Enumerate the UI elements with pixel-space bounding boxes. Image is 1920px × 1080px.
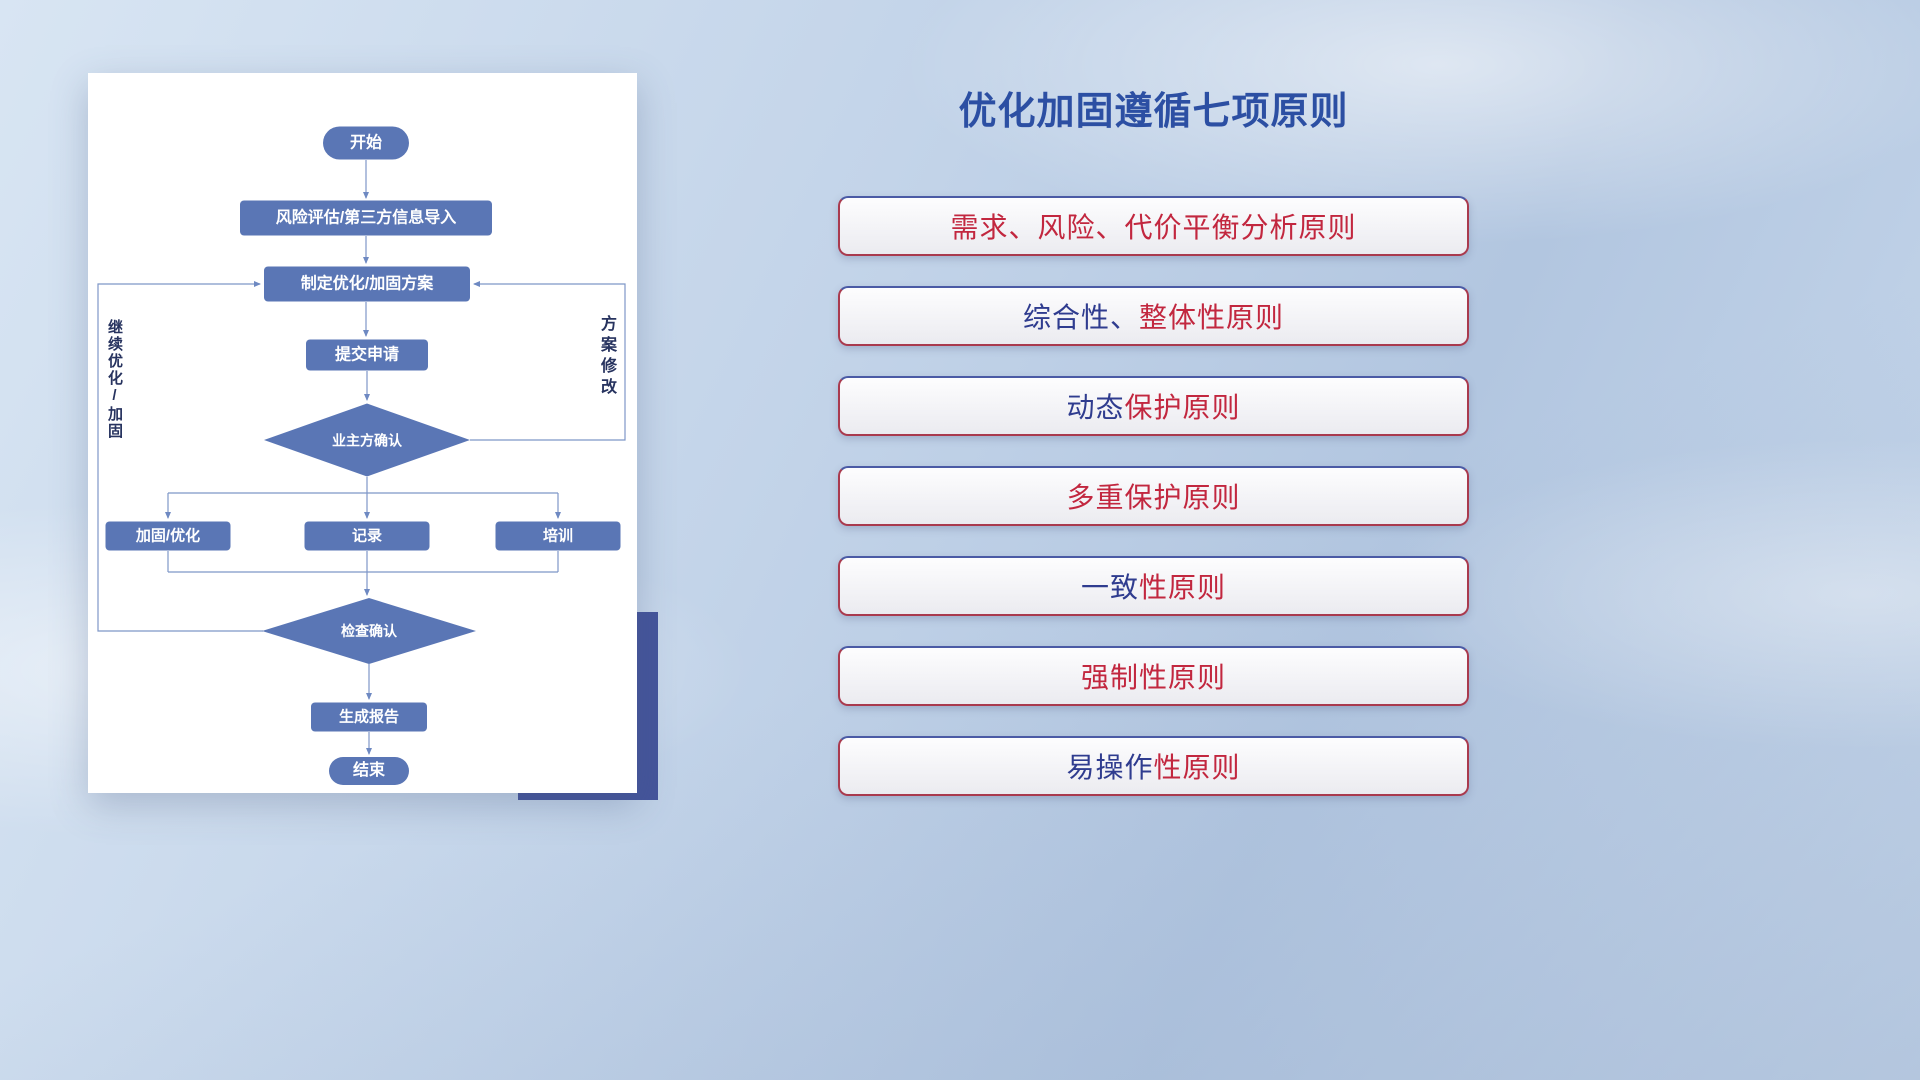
principle-pill-7: 易操作性原则 [838,736,1469,796]
principle-text: 综合性、 [1022,302,1139,333]
principle-text: 易操作 [1066,752,1154,783]
principle-text: 一致 [1080,572,1139,603]
flow-loop-label-continue-optimize: 继续优化/加固 [106,319,123,440]
flow-node-risk-assessment: 风险评估/第三方信息导入 [240,200,492,236]
flow-node-reinforce-optimize: 加固/优化 [105,521,231,551]
principle-pill-6: 强制性原则 [838,646,1469,706]
flowchart-card: 开始 风险评估/第三方信息导入 制定优化/加固方案 提交申请 业主方确认 加固/… [88,73,637,793]
panel-title: 优化加固遵循七项原则 [958,91,1349,133]
principle-pill-2: 综合性、整体性原则 [838,286,1469,346]
principle-text: 动态 [1066,392,1125,423]
flow-node-record: 记录 [304,521,430,551]
flow-node-training: 培训 [495,521,621,551]
principle-text: 多重保护原则 [1066,482,1241,513]
flow-node-end: 结束 [329,757,409,785]
principle-text: 性原则 [1153,752,1241,783]
flow-node-make-plan: 制定优化/加固方案 [264,266,470,302]
flow-node-generate-report: 生成报告 [311,702,427,732]
principle-text: 需求、风险、代价平衡分析原则 [950,212,1357,243]
principle-pill-4: 多重保护原则 [838,466,1469,526]
principle-pill-3: 动态保护原则 [838,376,1469,436]
principle-text: 强制性原则 [1080,662,1226,693]
principle-text: 保护原则 [1124,392,1241,423]
principle-pill-1: 需求、风险、代价平衡分析原则 [838,196,1469,256]
flow-loop-label-plan-modify: 方案修改 [598,315,615,399]
flowchart-connectors [97,160,626,755]
principle-text: 整体性原则 [1139,302,1285,333]
principles-panel: 优化加固遵循七项原则 需求、风险、代价平衡分析原则 综合性、整体性原则 动态保护… [838,88,1469,796]
principle-text: 性原则 [1139,572,1227,603]
flow-node-submit-application: 提交申请 [306,339,428,371]
principle-pill-5: 一致性原则 [838,556,1469,616]
flow-node-start: 开始 [323,126,409,160]
